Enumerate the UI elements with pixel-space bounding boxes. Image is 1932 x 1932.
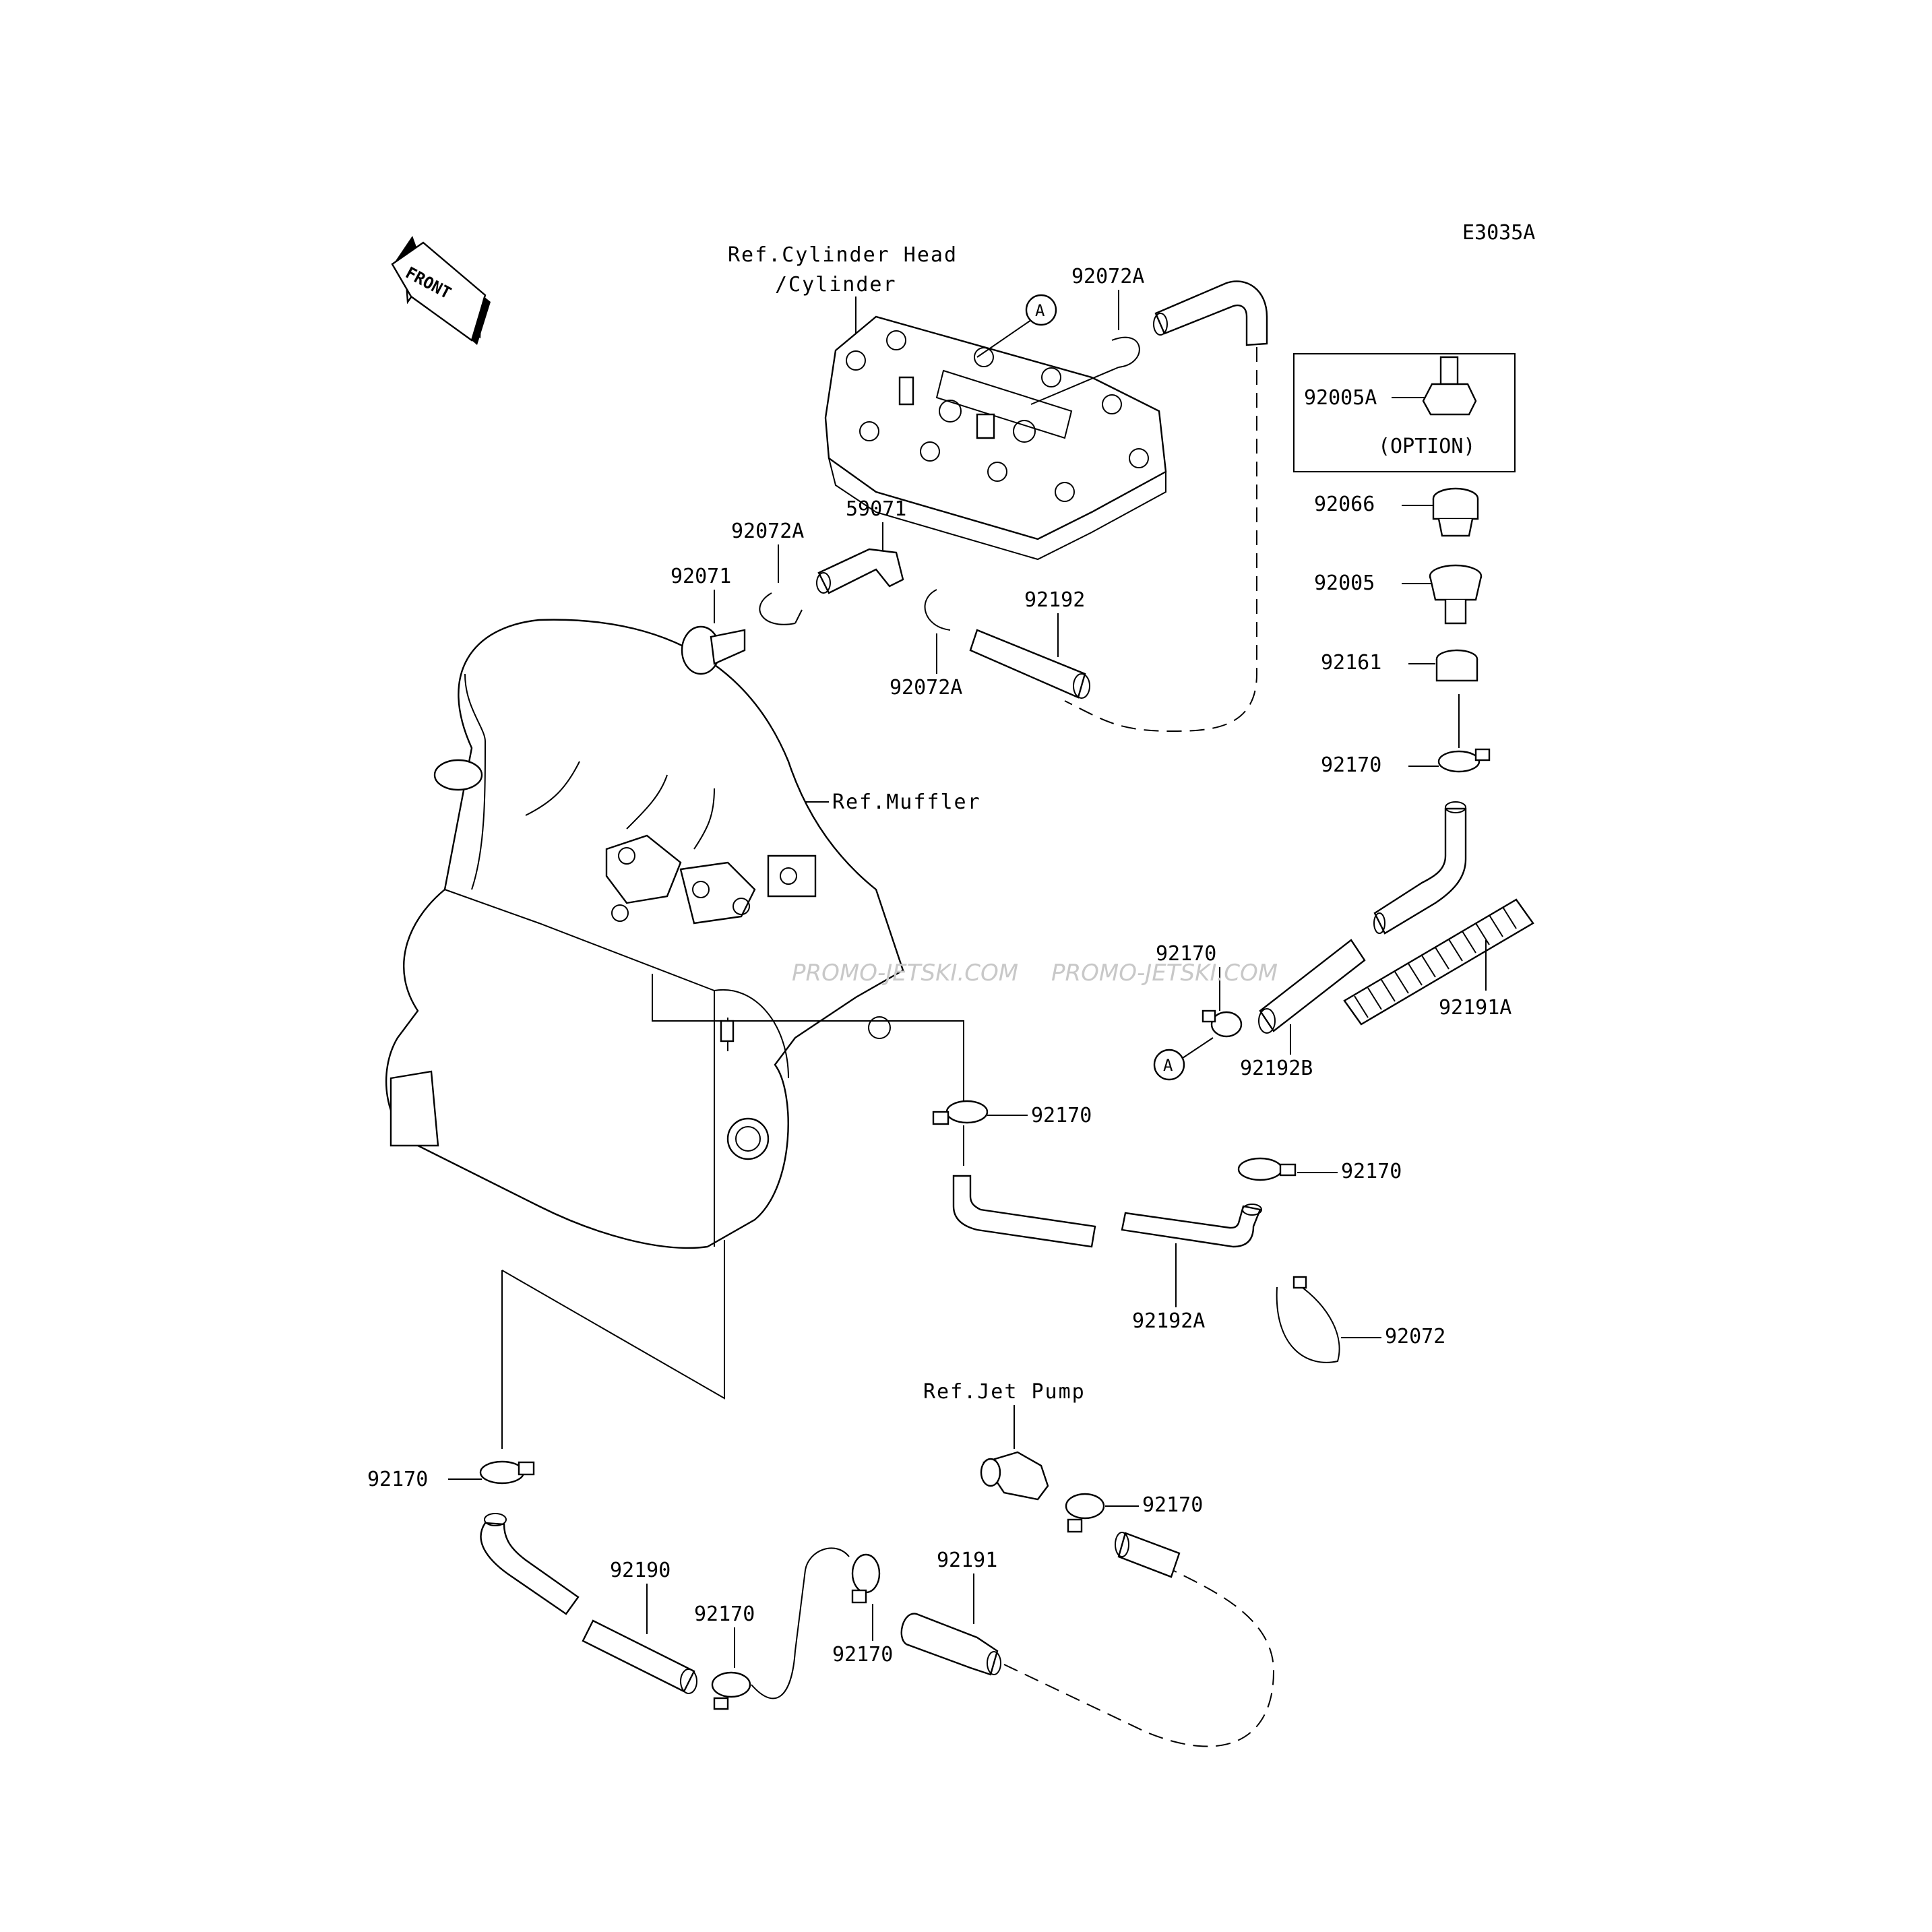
watermark-1: PROMO-JETSKI.COM [792, 960, 1018, 987]
diagram-code: E3035A [1462, 221, 1535, 245]
label-92191: 92191 [937, 1549, 997, 1572]
muffler [385, 619, 904, 1249]
option-box [1293, 353, 1516, 472]
jet-pump-fitting [980, 1451, 1049, 1501]
label-92192: 92192 [1024, 588, 1085, 612]
label-92170-far-right: 92170 [1341, 1160, 1402, 1183]
hose-92191 [900, 1613, 1001, 1676]
hose-92190 [480, 1513, 697, 1694]
svg-text:A: A [1035, 301, 1045, 320]
ref-jet-pump: Ref.Jet Pump [923, 1380, 1086, 1404]
plug-92066 [1432, 487, 1479, 537]
label-92192B: 92192B [1240, 1057, 1313, 1080]
label-92170-mid: 92170 [1156, 942, 1216, 966]
ref-cylinder-head-sub: /Cylinder [775, 273, 897, 297]
clamp-92170-far-right [1237, 1157, 1297, 1181]
nipple-fitting [1422, 356, 1477, 416]
label-92190: 92190 [610, 1559, 671, 1582]
label-92072A-top: 92072A [1071, 265, 1144, 288]
label-92072A-mid: 92072A [890, 676, 962, 699]
hose-jetpump [1115, 1532, 1181, 1578]
label-92072A-left: 92072A [731, 520, 804, 543]
label-92071: 92071 [671, 565, 731, 588]
label-59071: 59071 [846, 497, 906, 521]
clamp-92170-mid [1202, 1009, 1243, 1038]
clamp-92170-bottom-mid2 [851, 1553, 881, 1604]
cable-tie-92072 [1276, 1276, 1340, 1363]
hose-right [1373, 801, 1467, 935]
label-92066: 92066 [1314, 493, 1375, 516]
hose-92192 [969, 629, 1090, 699]
plug-92071 [681, 625, 746, 675]
label-92005: 92005 [1314, 571, 1375, 595]
label-92170-bottom-mid2: 92170 [832, 1643, 893, 1666]
cylinder-head [824, 315, 1167, 561]
label-92161: 92161 [1321, 651, 1381, 675]
clamp-92170-center [932, 1100, 989, 1125]
label-92170-bottom-left: 92170 [367, 1468, 428, 1491]
hose-92192B [1258, 939, 1366, 1034]
clamp-92170-bottom-mid [711, 1671, 751, 1710]
label-92170-bottom-mid: 92170 [694, 1602, 755, 1626]
label-92192A: 92192A [1132, 1309, 1205, 1333]
fitting-92005 [1429, 564, 1483, 625]
ref-cylinder-head: Ref.Cylinder Head [728, 243, 958, 267]
svg-text:A: A [1163, 1056, 1173, 1075]
callout-a-bottom: A [1153, 1037, 1214, 1081]
hose-92192A [952, 1175, 1262, 1248]
label-92170-center: 92170 [1031, 1104, 1092, 1127]
label-92005A: 92005A [1304, 386, 1377, 410]
hose-top [1153, 280, 1268, 346]
cap-92161 [1435, 649, 1478, 682]
watermark-2: PROMO-JETSKI.COM [1051, 960, 1278, 987]
label-92191A: 92191A [1439, 996, 1512, 1020]
option-note: (OPTION) [1378, 435, 1476, 458]
label-92170-right: 92170 [1321, 753, 1381, 777]
elbow-59071 [816, 548, 904, 594]
label-92072: 92072 [1385, 1325, 1445, 1348]
label-92170-jetpump: 92170 [1142, 1493, 1203, 1517]
clamp-92170-bottom-left [479, 1460, 535, 1485]
clamp-92170-right [1437, 748, 1491, 773]
ref-muffler: Ref.Muffler [832, 790, 981, 814]
corrugated-hose-92191A [1343, 898, 1534, 1026]
clamp-92170-jetpump [1065, 1493, 1105, 1533]
callout-a-top: A [976, 294, 1057, 358]
front-arrow-icon: FRONT [391, 236, 491, 345]
